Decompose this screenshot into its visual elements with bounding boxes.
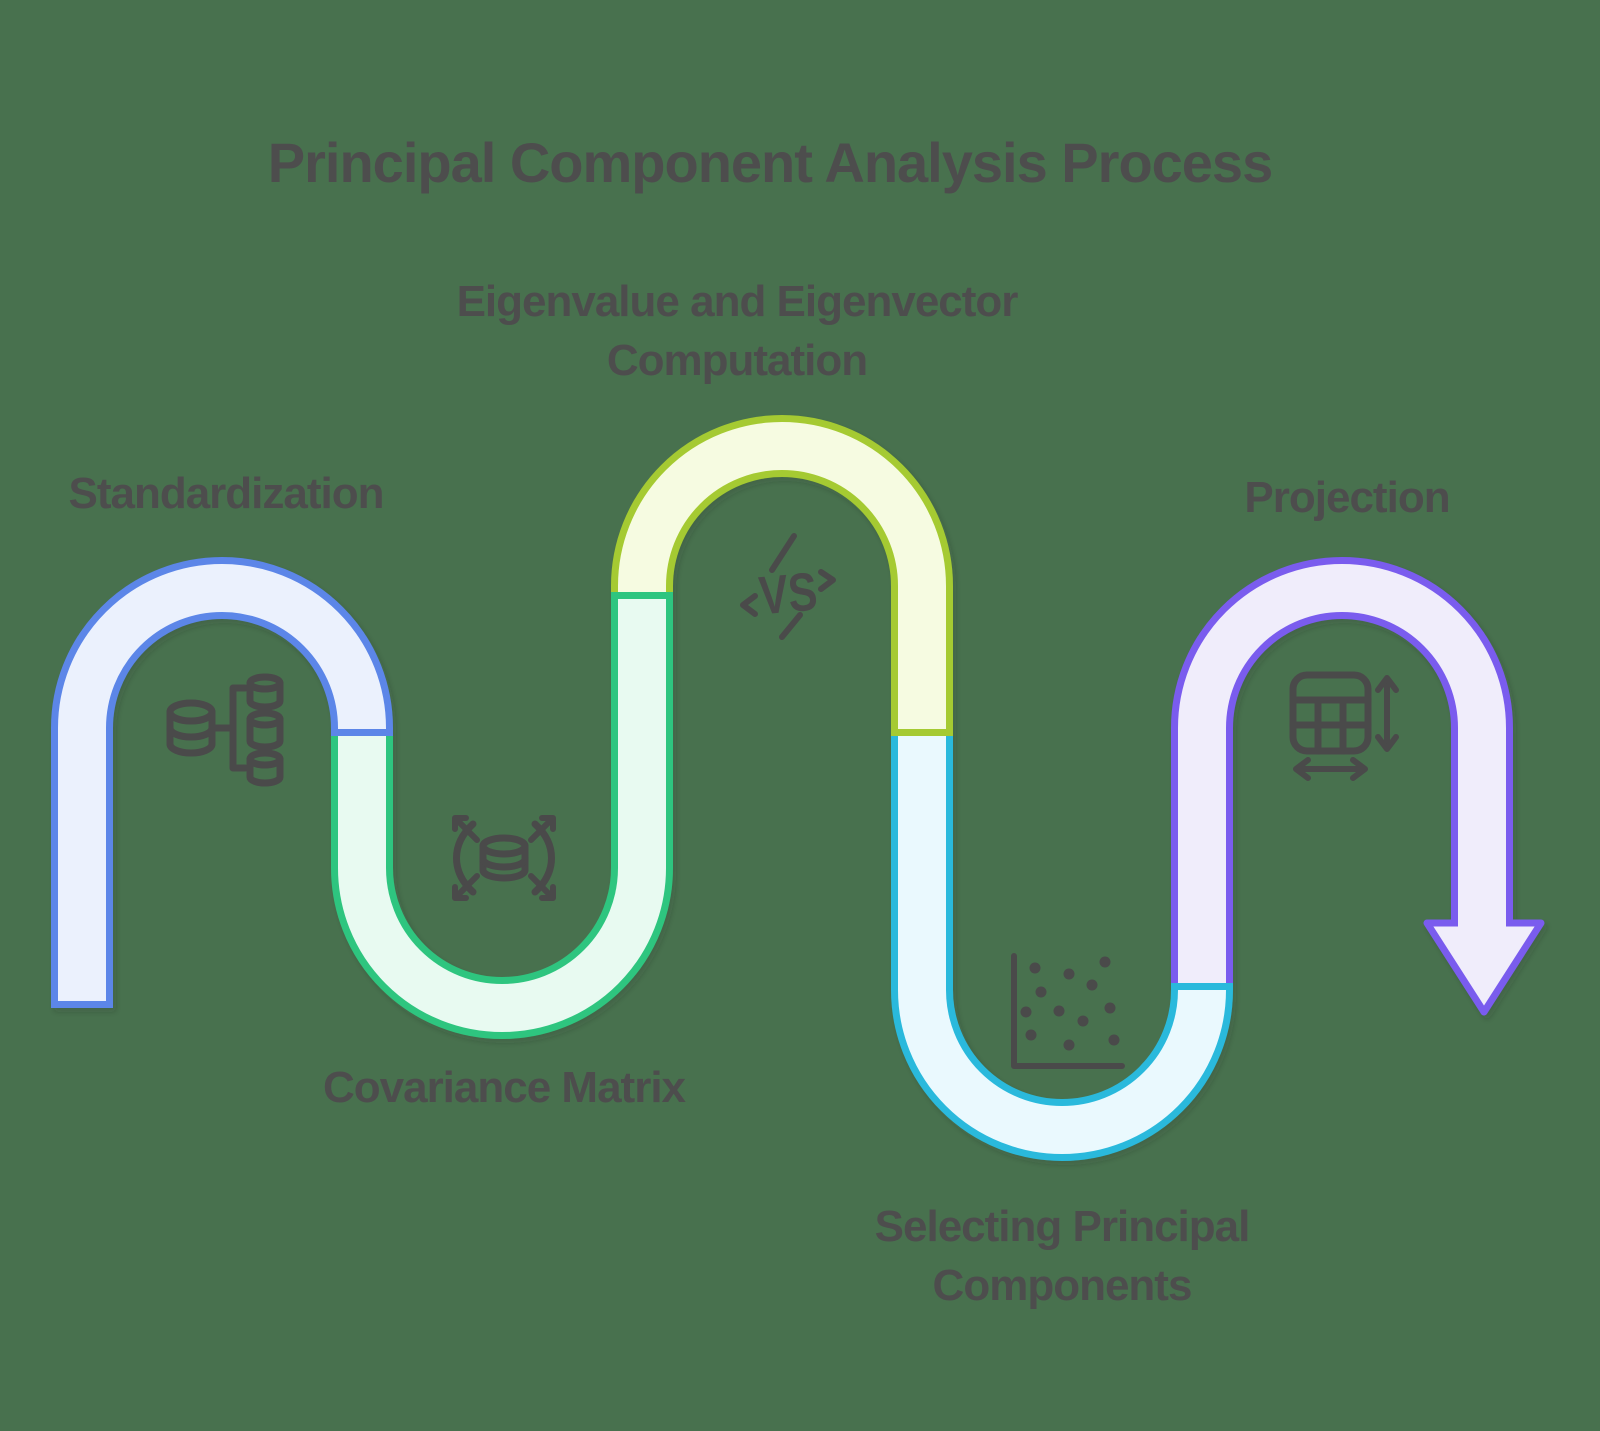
database-expand-icon bbox=[452, 815, 556, 901]
segment-selecting-fill bbox=[898, 736, 1226, 1154]
junction-green-yellow bbox=[611, 592, 673, 599]
flow-path bbox=[51, 415, 1545, 1161]
junction-cyan-purple bbox=[1171, 983, 1233, 990]
split-bracket bbox=[208, 684, 249, 772]
scatter-axes bbox=[1011, 953, 1125, 1069]
cylinder-band bbox=[479, 855, 529, 871]
lightning-top bbox=[769, 533, 797, 573]
segment-covariance-fill bbox=[338, 592, 666, 1032]
horizontal-resize-arrow bbox=[1293, 757, 1368, 781]
step-label-selecting-components: Selecting Principal Components bbox=[874, 1202, 1251, 1311]
small-cylinders bbox=[246, 673, 284, 787]
junction-yellow-cyan bbox=[891, 729, 953, 736]
diagram-title: Principal Component Analysis Process bbox=[267, 131, 1273, 194]
step-label-standardization: Standardization bbox=[68, 469, 384, 518]
table-grid-lines bbox=[1289, 696, 1372, 755]
junction-blue-green bbox=[331, 729, 393, 736]
left-chevron bbox=[740, 593, 758, 617]
expand-arrows bbox=[452, 815, 556, 901]
vertical-resize-arrow bbox=[1375, 675, 1399, 752]
scatter-plot-icon bbox=[1011, 953, 1125, 1069]
segment-start-cap bbox=[51, 1001, 113, 1008]
versus-lightning-icon: VS bbox=[740, 533, 836, 640]
step-label-eigen-computation: Eigenvalue and Eigenvector Computation bbox=[456, 277, 1019, 386]
segment-eigen-fill bbox=[618, 422, 946, 736]
lightning-bottom bbox=[779, 612, 803, 640]
arrowhead-join-patch bbox=[1458, 917, 1506, 927]
step-label-projection: Projection bbox=[1244, 473, 1450, 522]
table-outline bbox=[1289, 671, 1372, 755]
step-label-covariance-matrix: Covariance Matrix bbox=[322, 1063, 686, 1112]
large-cylinder-body bbox=[166, 708, 216, 757]
cylinder-body bbox=[479, 842, 529, 882]
database-split-icon bbox=[166, 673, 284, 787]
scatter-dots bbox=[1020, 956, 1120, 1051]
right-chevron bbox=[818, 569, 836, 592]
segment-standardization-fill bbox=[58, 564, 386, 1008]
table-resize-icon bbox=[1289, 671, 1399, 781]
vs-text: VS bbox=[757, 561, 820, 626]
large-cylinder-band bbox=[166, 724, 216, 741]
segment-projection-fill bbox=[1178, 564, 1506, 990]
